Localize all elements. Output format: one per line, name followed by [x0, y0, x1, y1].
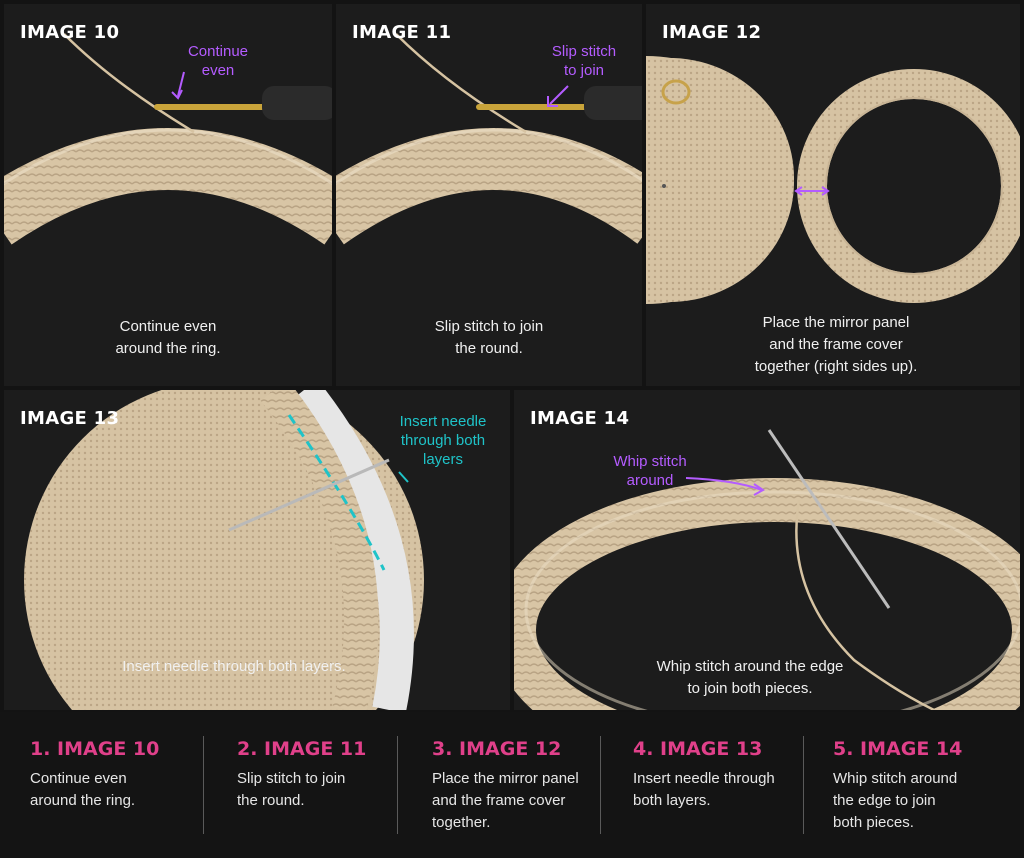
divider — [203, 736, 204, 834]
panel-caption: Place the mirror panel and the frame cov… — [754, 314, 918, 375]
panel-title: IMAGE 12 — [662, 22, 762, 43]
callout-whip-stitch: Whip stitch around — [613, 453, 687, 489]
callout-insert-needle: Insert needle through both layers — [399, 413, 487, 468]
panel-title: IMAGE 10 — [20, 22, 120, 43]
panel-caption: Whip stitch around the edge to join both… — [656, 658, 844, 697]
step-5: 5. IMAGE 14 Whip stitch around the edge … — [833, 738, 1003, 834]
step-heading: 5. IMAGE 14 — [833, 738, 963, 760]
panel-title: IMAGE 13 — [20, 408, 120, 429]
crochet-ring-illustration — [4, 33, 332, 245]
panel-image-13: IMAGE 13 Insert needle through both laye… — [4, 390, 510, 710]
panel-image-10: IMAGE 10 Continue even Continue even aro… — [4, 4, 332, 386]
step-heading: 4. IMAGE 13 — [633, 738, 763, 760]
step-1: 1. IMAGE 10 Continue even around the rin… — [30, 738, 200, 812]
callout-slip-stitch: Slip stitch to join — [551, 43, 617, 79]
panel-caption: Insert needle through both layers. — [122, 658, 346, 675]
panel-title: IMAGE 11 — [352, 22, 452, 43]
mirror-panel-and-frame-illustration — [646, 56, 1020, 304]
crochet-ring-illustration — [336, 33, 642, 245]
step-text: Insert needle through both layers. — [633, 770, 775, 809]
crochet-hook-icon — [154, 104, 269, 110]
step-text: Place the mirror panel and the frame cov… — [432, 770, 579, 831]
yarn-strand — [63, 33, 195, 134]
needle-icon — [767, 429, 891, 609]
step-3: 3. IMAGE 12 Place the mirror panel and t… — [432, 738, 602, 834]
panel-caption: Slip stitch to join the round. — [434, 318, 544, 357]
step-text: Whip stitch around the edge to join both… — [833, 770, 958, 831]
yarn-strand — [395, 33, 527, 134]
panel-title: IMAGE 14 — [530, 408, 630, 429]
step-heading: 2. IMAGE 11 — [237, 738, 367, 760]
divider — [397, 736, 398, 834]
mirror-edge — [290, 390, 414, 710]
step-2: 2. IMAGE 11 Slip stitch to join the roun… — [237, 738, 397, 812]
panel-image-11: IMAGE 11 Slip stitch to join Slip stitch… — [336, 4, 642, 386]
callout-continue-even: Continue even — [187, 43, 249, 79]
step-text: Slip stitch to join the round. — [237, 770, 346, 809]
step-heading: 1. IMAGE 10 — [30, 738, 160, 760]
step-heading: 3. IMAGE 12 — [432, 738, 562, 760]
panel-image-12: IMAGE 12 Place the mirror panel and the … — [646, 4, 1020, 386]
hanging-ring-icon — [661, 79, 691, 105]
step-4: 4. IMAGE 13 Insert needle through both l… — [633, 738, 803, 812]
divider — [803, 736, 804, 834]
whip-stitch-illustration — [514, 429, 1020, 710]
yarn-strand — [795, 499, 935, 710]
needle-icon — [228, 458, 390, 532]
crochet-hook-icon — [476, 104, 591, 110]
divider — [600, 736, 601, 834]
panel-image-14: IMAGE 14 Whip stitch around Whip stitch … — [514, 390, 1020, 710]
frame-cover-ring — [797, 69, 1020, 303]
panel-caption: Continue even around the ring. — [115, 318, 221, 357]
step-text: Continue even around the ring. — [30, 770, 136, 809]
needle-through-layers-illustration — [24, 390, 424, 710]
steps-summary: 1. IMAGE 10 Continue even around the rin… — [0, 712, 1024, 858]
